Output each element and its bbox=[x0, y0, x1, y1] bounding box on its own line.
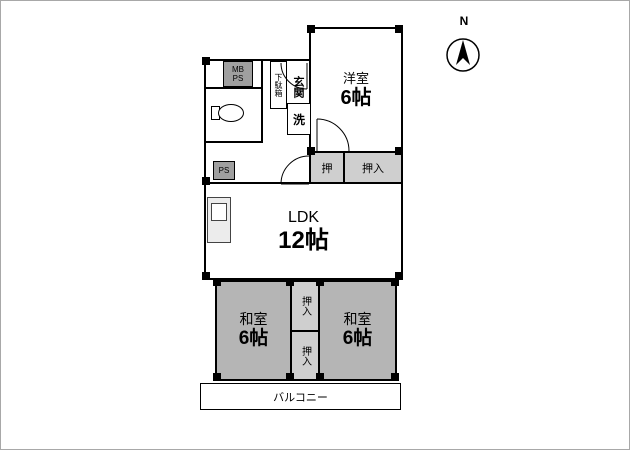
partition-wall bbox=[261, 61, 263, 143]
room-ldk: LDK 12帖 bbox=[204, 182, 403, 280]
room-japanese-right: 和室 6帖 bbox=[318, 280, 397, 381]
closet-oshiire: 押入 bbox=[343, 151, 403, 184]
room-western-size: 6帖 bbox=[340, 87, 372, 110]
partition-wall bbox=[206, 87, 263, 89]
pillar bbox=[391, 373, 399, 381]
pillar bbox=[213, 373, 221, 381]
pipe-space-label: PS bbox=[232, 74, 244, 83]
closet-oshiire-lower-label: 押入 bbox=[299, 345, 311, 366]
closet-oshi: 押 bbox=[309, 151, 345, 184]
closet-oshiire-lower: 押入 bbox=[290, 330, 320, 381]
pillar bbox=[391, 278, 399, 286]
room-western-name: 洋室 bbox=[342, 70, 369, 86]
pillar bbox=[286, 278, 294, 286]
shoe-cabinet-label: 下駄箱 bbox=[274, 73, 283, 97]
pillar bbox=[395, 25, 403, 33]
room-japanese-right-size: 6帖 bbox=[342, 327, 373, 349]
pillar bbox=[395, 147, 403, 155]
pillar bbox=[202, 57, 210, 65]
room-japanese-left: 和室 6帖 bbox=[215, 280, 292, 381]
pillar bbox=[307, 147, 315, 155]
north-label: N bbox=[459, 14, 469, 28]
meter-box-pipe-space: MB PS bbox=[223, 61, 253, 87]
shoe-cabinet: 下駄箱 bbox=[270, 61, 287, 109]
pillar bbox=[202, 177, 210, 185]
closet-oshiire-upper: 押入 bbox=[290, 280, 320, 332]
room-ldk-size: 12帖 bbox=[278, 226, 329, 254]
pillar bbox=[395, 272, 403, 280]
room-japanese-left-size: 6帖 bbox=[238, 327, 269, 349]
pillar bbox=[316, 278, 324, 286]
partition-wall bbox=[206, 141, 263, 143]
toilet-icon bbox=[218, 104, 244, 122]
pillar bbox=[213, 278, 221, 286]
room-japanese-left-name: 和室 bbox=[239, 311, 268, 328]
balcony: バルコニー bbox=[200, 383, 401, 410]
room-japanese-right-name: 和室 bbox=[343, 311, 372, 328]
pillar bbox=[316, 373, 324, 381]
room-ldk-name: LDK bbox=[287, 208, 320, 226]
entrance-label: 玄関 bbox=[292, 76, 304, 98]
pillar bbox=[202, 272, 210, 280]
pipe-space-lower: PS bbox=[213, 161, 235, 180]
kitchen-sink-icon bbox=[211, 203, 227, 221]
room-western: 洋室 6帖 bbox=[309, 27, 403, 153]
closet-oshiire-upper-label: 押入 bbox=[299, 296, 311, 316]
compass-icon bbox=[446, 38, 480, 72]
pillar bbox=[286, 373, 294, 381]
pillar bbox=[307, 25, 315, 33]
laundry-space: 洗 bbox=[287, 103, 311, 135]
meter-box-label: MB bbox=[232, 64, 244, 74]
